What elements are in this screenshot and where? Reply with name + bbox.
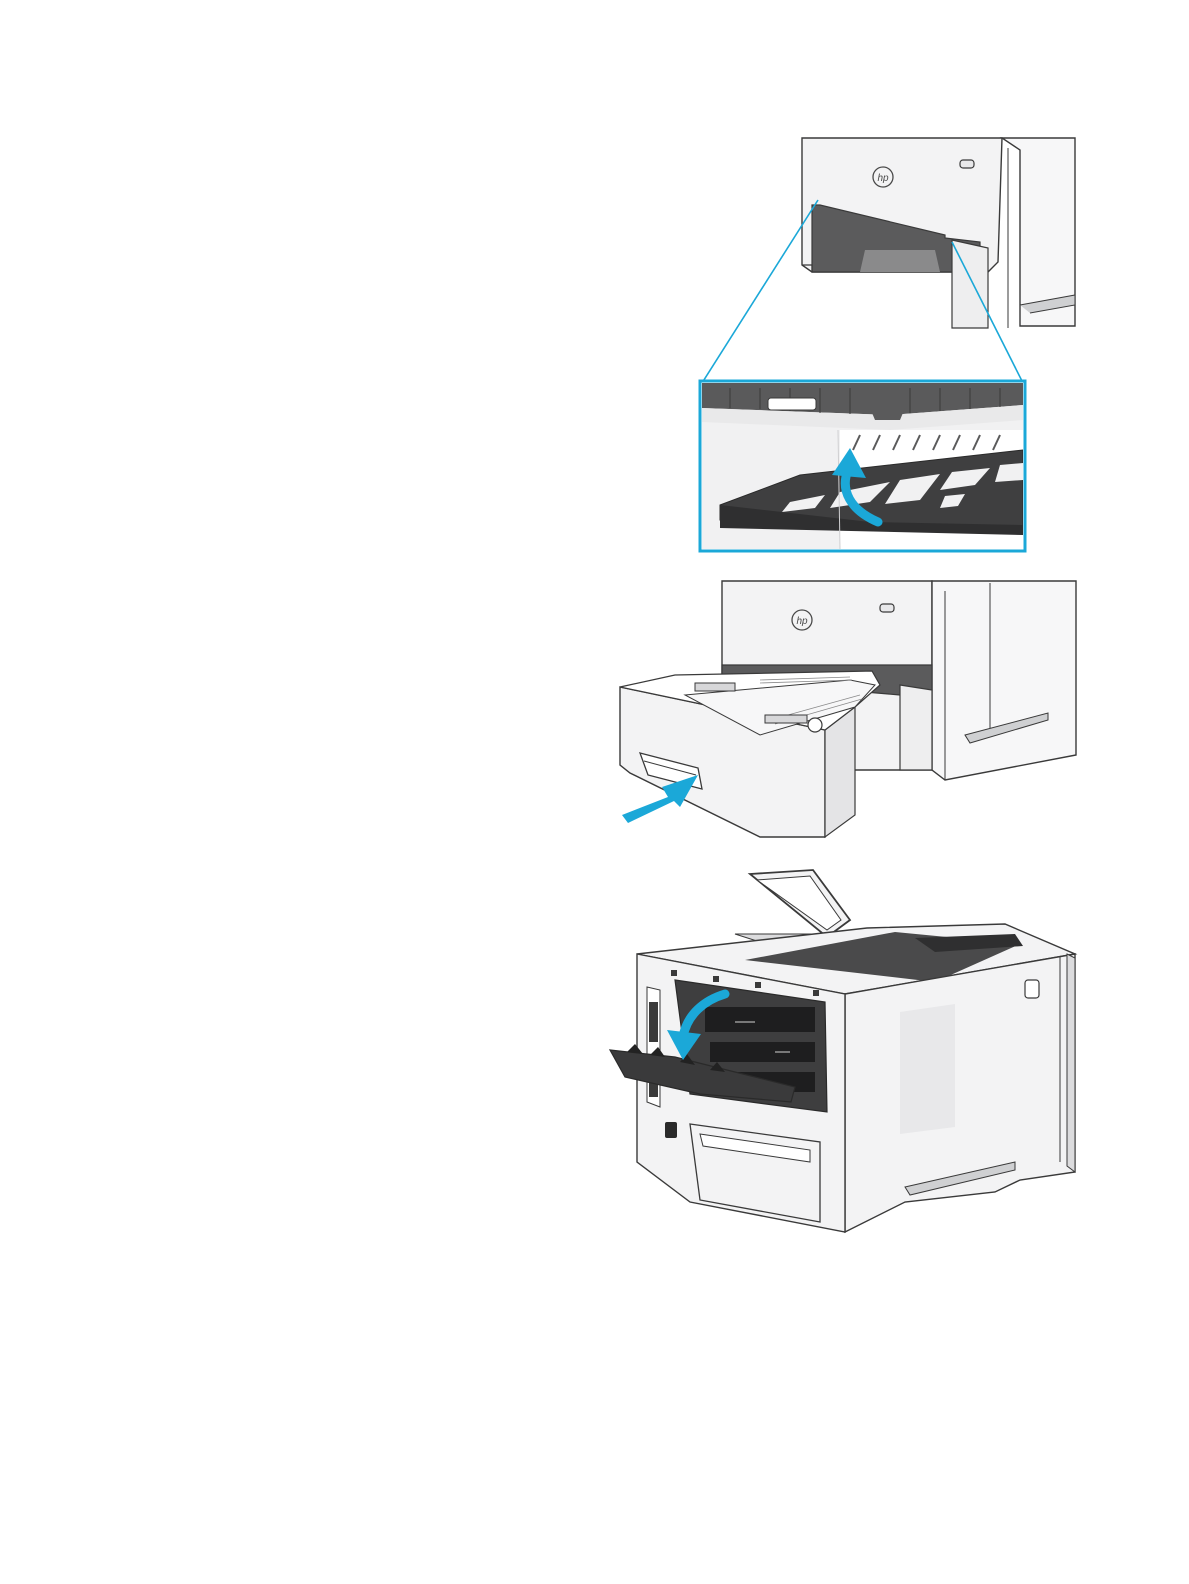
power-button-icon	[960, 160, 974, 168]
printer-tray-insert-illustration: hp	[610, 575, 1090, 845]
printer-rear-door-illustration	[605, 862, 1090, 1242]
figure-tray-cavity: hp	[690, 130, 1090, 555]
port-cover-icon	[1025, 980, 1039, 998]
svg-text:hp: hp	[877, 173, 889, 184]
svg-text:hp: hp	[796, 616, 808, 627]
figure-tray-insert: hp	[610, 575, 1090, 845]
power-button-icon	[880, 604, 894, 612]
figure-rear-door	[605, 862, 1090, 1242]
printer-tray-cavity-illustration: hp	[690, 130, 1090, 555]
rear-port-icon	[665, 1122, 677, 1138]
